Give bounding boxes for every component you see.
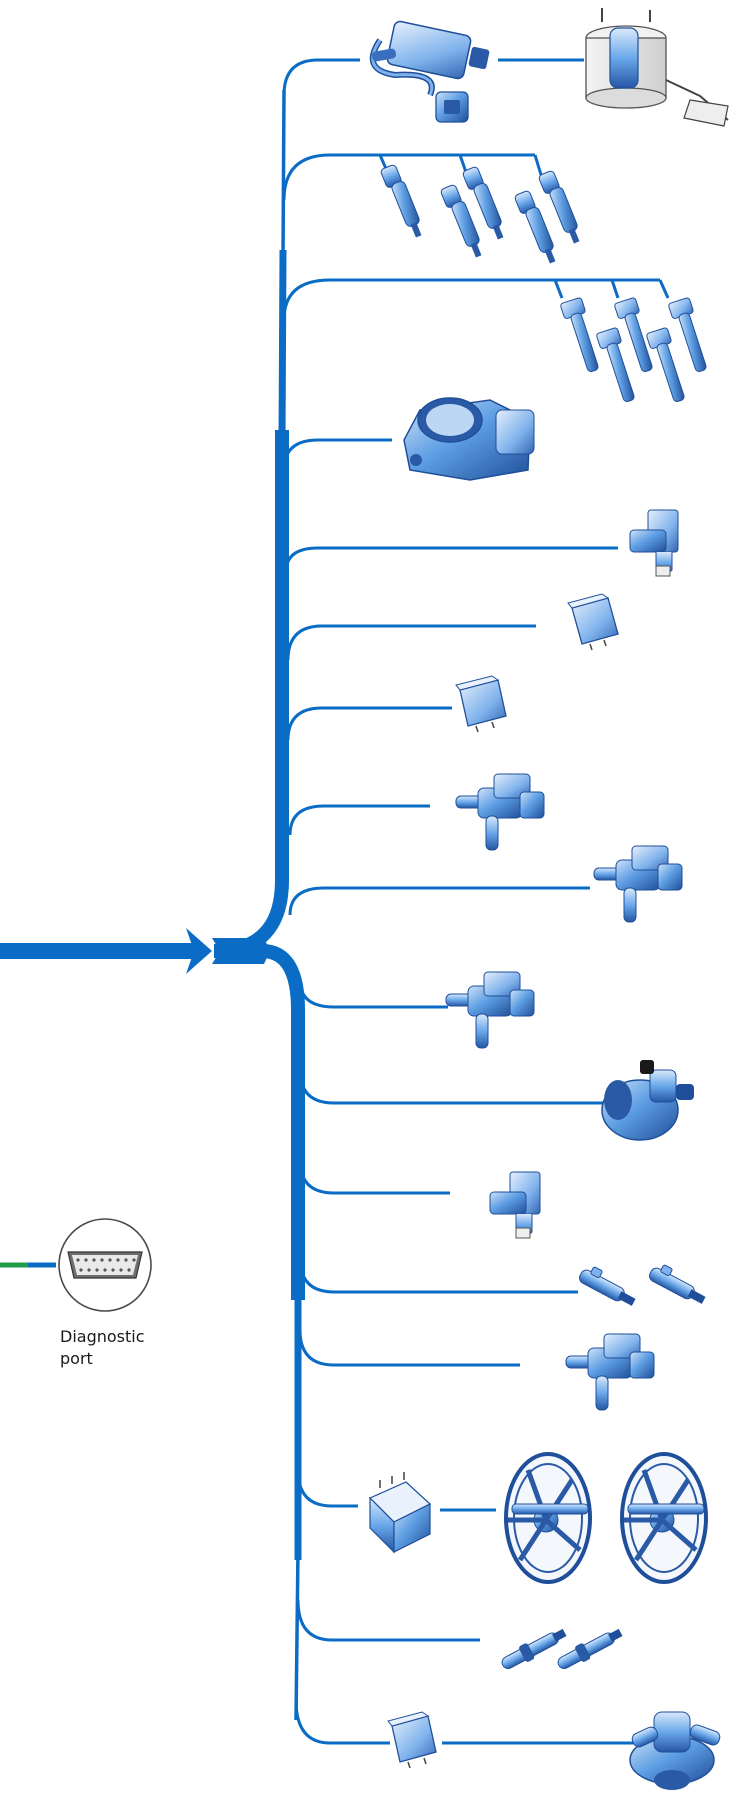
trunk-lower-thin xyxy=(294,1549,300,1721)
diagnostic-port-label: Diagnostic port xyxy=(60,1326,180,1370)
obd-connector-icon xyxy=(67,1251,143,1279)
pump-icon[interactable] xyxy=(601,1060,694,1141)
branch-13 xyxy=(298,1257,578,1294)
branch-16 xyxy=(296,1599,480,1642)
branch-15 xyxy=(296,1469,358,1508)
heater-icon[interactable] xyxy=(499,1624,625,1673)
fuel-pump-icon[interactable] xyxy=(585,8,729,127)
branch-1 xyxy=(282,58,360,96)
branch-3-drop-c xyxy=(658,279,670,299)
branch-17 xyxy=(294,1699,390,1745)
branch-11 xyxy=(298,1069,604,1105)
solenoid-valve-icon[interactable] xyxy=(455,773,545,851)
ignition-coil-icon[interactable] xyxy=(560,297,712,404)
branch-10 xyxy=(298,979,448,1009)
solenoid-valve-icon[interactable] xyxy=(565,1333,655,1411)
control-unit-icon[interactable] xyxy=(369,20,490,123)
trunk-upper-thin xyxy=(281,89,286,261)
branch-6 xyxy=(286,624,536,661)
flow-arrow xyxy=(186,928,270,974)
branch-3 xyxy=(282,278,660,321)
diagnostic-port-label-line1: Diagnostic xyxy=(60,1327,145,1346)
solenoid-valve-icon[interactable] xyxy=(593,845,683,923)
branch-2 xyxy=(282,153,535,201)
fan-icon[interactable] xyxy=(620,1452,708,1584)
relay-icon[interactable] xyxy=(368,1472,432,1554)
throttle-body-icon[interactable] xyxy=(403,397,535,481)
branch-3-drop-b xyxy=(610,279,620,299)
branch-8 xyxy=(288,804,430,836)
relay-icon[interactable] xyxy=(387,1711,437,1769)
relay-icon[interactable] xyxy=(567,593,619,651)
branch-9 xyxy=(288,886,590,916)
arrow-chevron-1 xyxy=(186,928,212,974)
diagnostic-port-label-line2: port xyxy=(60,1349,93,1368)
trunk-upper-thick xyxy=(213,430,289,958)
trunk-upper-mid xyxy=(278,249,287,441)
solenoid-valve-icon[interactable] xyxy=(445,971,535,1049)
fan-icon[interactable] xyxy=(504,1452,592,1584)
coolant-pump-icon[interactable] xyxy=(629,1711,721,1790)
branch-12 xyxy=(298,1159,450,1195)
branch-3-drop-a xyxy=(553,279,564,299)
diagnostic-port[interactable] xyxy=(0,1218,152,1312)
branch-14 xyxy=(298,1329,520,1367)
injector-icon[interactable] xyxy=(380,163,583,266)
relay-icon[interactable] xyxy=(455,675,507,733)
branch-7 xyxy=(286,706,452,741)
arrow-chevron-2 xyxy=(212,938,270,964)
branch-5 xyxy=(284,546,618,573)
branch-2-drop-c xyxy=(533,154,544,179)
branch-4 xyxy=(282,438,392,471)
valve-icon[interactable] xyxy=(489,1171,541,1239)
trunk-lower-thick xyxy=(261,944,305,1300)
valve-icon[interactable] xyxy=(629,509,679,577)
sensor-icon[interactable] xyxy=(577,1261,709,1309)
